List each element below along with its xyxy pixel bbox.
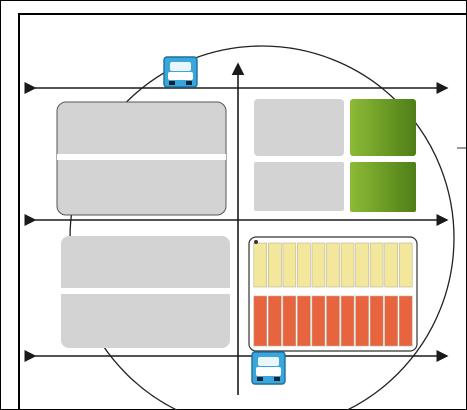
red-bin bbox=[326, 295, 340, 347]
yellow-bin bbox=[311, 242, 326, 288]
inner-frame bbox=[18, 13, 467, 410]
red-bin bbox=[268, 295, 282, 347]
red-bin bbox=[297, 295, 311, 347]
yellow-bin bbox=[355, 242, 369, 288]
yellow-bin bbox=[369, 242, 384, 288]
red-bin bbox=[398, 295, 413, 347]
yellow-bin bbox=[297, 242, 311, 288]
red-bin bbox=[369, 295, 384, 347]
corner-dot bbox=[254, 240, 258, 244]
red-bin bbox=[253, 295, 268, 347]
yellow-bin bbox=[398, 242, 413, 288]
panel-bottom-left bbox=[61, 236, 230, 348]
panel-top-right bbox=[254, 99, 344, 211]
vehicle-robot-icon bbox=[163, 56, 198, 88]
yellow-bin bbox=[268, 242, 282, 288]
red-bin bbox=[355, 295, 369, 347]
yellow-bin bbox=[326, 242, 340, 288]
red-bin bbox=[282, 295, 297, 347]
red-bin bbox=[340, 295, 355, 347]
yellow-bin bbox=[384, 242, 398, 288]
panel-green bbox=[350, 99, 416, 212]
red-bin bbox=[384, 295, 398, 347]
yellow-bin bbox=[340, 242, 355, 288]
vehicle-robot-icon bbox=[251, 351, 286, 385]
red-bin bbox=[311, 295, 326, 347]
yellow-bin bbox=[253, 242, 268, 288]
panel-top-left bbox=[56, 101, 227, 216]
panel-bins bbox=[248, 236, 418, 352]
yellow-bin bbox=[282, 242, 297, 288]
